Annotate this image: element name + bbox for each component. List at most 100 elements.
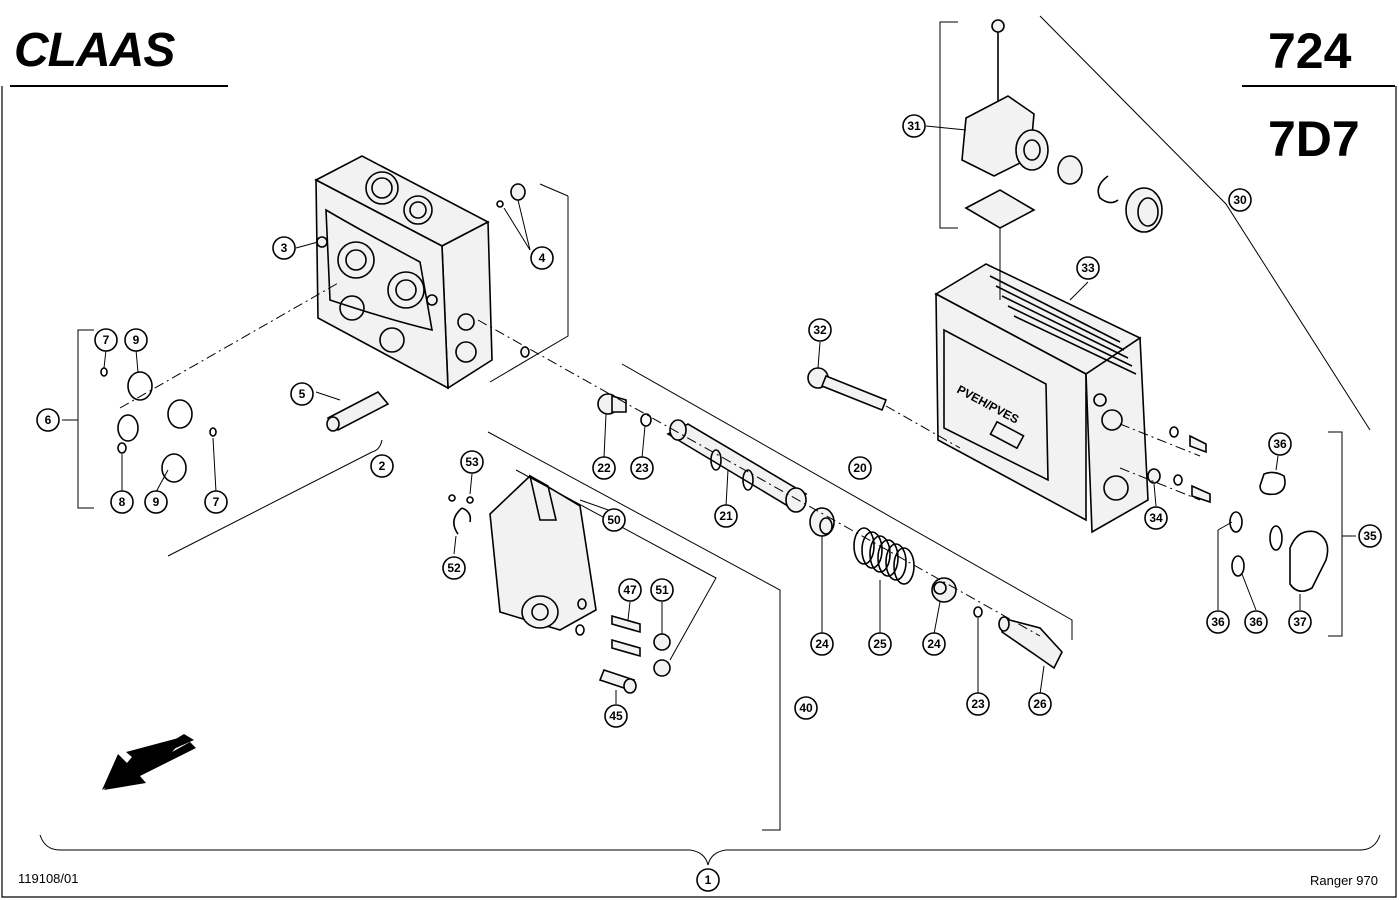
callout-label: 36 (1273, 437, 1287, 451)
callout-c1: 1 (696, 868, 720, 892)
bracket-30 (1039, 15, 1371, 431)
callout-label: 9 (153, 495, 160, 509)
callout-c52: 52 (442, 556, 466, 580)
bracket-50-span (515, 469, 717, 661)
callout-circle (144, 490, 168, 514)
part-45-screw (598, 669, 637, 694)
callout-circle (868, 632, 892, 656)
callout-label: 23 (635, 461, 649, 475)
callout-c37: 37 (1288, 610, 1312, 634)
callout-circle (1228, 188, 1252, 212)
callout-circle (810, 632, 834, 656)
axis-line-spool (477, 319, 1041, 637)
part-23-ring-a (640, 413, 652, 427)
callout-c7a: 7 (94, 328, 118, 352)
callout-c36c: 36 (1244, 610, 1268, 634)
callout-circle (650, 578, 674, 602)
part-23-ring-b (973, 606, 983, 618)
callout-circle (714, 504, 738, 528)
callout-c30: 30 (1228, 188, 1252, 212)
part-24-spring-seat-a (809, 507, 835, 537)
part-24-spring-seat-b (931, 577, 957, 603)
callout-c9b: 9 (144, 490, 168, 514)
callout-circle (442, 556, 466, 580)
callout-c23b: 23 (966, 692, 990, 716)
callout-circle (1268, 432, 1292, 456)
callout-label: 40 (799, 701, 813, 715)
callout-circle (530, 246, 554, 270)
callout-circle (1028, 692, 1052, 716)
callout-label: 30 (1233, 193, 1247, 207)
callout-label: 45 (609, 709, 623, 723)
callout-label: 23 (971, 697, 985, 711)
valve-block (314, 155, 493, 390)
callout-label: 2 (379, 459, 386, 473)
callout-circle (1244, 610, 1268, 634)
callout-circle (794, 696, 818, 720)
callout-c40: 40 (794, 696, 818, 720)
o-ring-set-6 (100, 367, 217, 483)
callout-label: 37 (1293, 615, 1307, 629)
part-26-lever (998, 616, 1063, 670)
callout-label: 7 (213, 495, 220, 509)
callout-c4: 4 (530, 246, 554, 270)
callout-circle (618, 578, 642, 602)
callout-c23a: 23 (630, 456, 654, 480)
callout-c47: 47 (618, 578, 642, 602)
callout-circle (808, 318, 832, 342)
callout-label: 1 (705, 873, 712, 887)
callout-circle (1358, 524, 1382, 548)
callout-label: 31 (907, 119, 921, 133)
callout-c24a: 24 (810, 632, 834, 656)
callout-c51: 51 (650, 578, 674, 602)
callout-label: 21 (719, 509, 733, 523)
callout-label: 5 (299, 387, 306, 401)
part-34-plugs (1147, 426, 1211, 504)
callout-c36b: 36 (1206, 610, 1230, 634)
callout-label: 47 (623, 583, 637, 597)
callout-c35: 35 (1358, 524, 1382, 548)
part-22-plug (597, 393, 627, 415)
callout-c25: 25 (868, 632, 892, 656)
callout-circle (922, 632, 946, 656)
callout-circle (902, 114, 926, 138)
callout-c8: 8 (110, 490, 134, 514)
callout-c2: 2 (370, 454, 394, 478)
callout-label: 53 (465, 455, 479, 469)
pveh-module: PVEH/PVES (934, 263, 1149, 534)
connector-31 (961, 19, 1163, 300)
part-32-bolt (807, 367, 888, 412)
callout-label: 33 (1081, 261, 1095, 275)
callout-circle (848, 456, 872, 480)
callout-label: 51 (655, 583, 669, 597)
callout-label: 50 (607, 513, 621, 527)
callout-circle (1144, 506, 1168, 530)
callout-c36a: 36 (1268, 432, 1292, 456)
callout-circle (604, 704, 628, 728)
callout-c45: 45 (604, 704, 628, 728)
callout-label: 35 (1363, 529, 1377, 543)
callout-circle (966, 692, 990, 716)
callout-label: 36 (1249, 615, 1263, 629)
axis-line-34 (1119, 423, 1201, 501)
callout-circle (272, 236, 296, 260)
callout-circle (1288, 610, 1312, 634)
callout-label: 6 (45, 413, 52, 427)
model-name: Ranger 970 (1310, 873, 1378, 888)
callout-c6: 6 (36, 408, 60, 432)
callout-c7b: 7 (204, 490, 228, 514)
callout-c22: 22 (592, 456, 616, 480)
callout-circle (110, 490, 134, 514)
part-21-spool (666, 419, 808, 513)
bracket-2 (167, 196, 569, 557)
callout-c31: 31 (902, 114, 926, 138)
callout-label: 36 (1211, 615, 1225, 629)
bracket-31 (939, 21, 958, 229)
callout-c21: 21 (714, 504, 738, 528)
callout-c50: 50 (602, 508, 626, 532)
group-code: 7D7 (1268, 111, 1360, 167)
bracket-35 (1328, 431, 1356, 637)
bracket-40 (487, 431, 781, 831)
